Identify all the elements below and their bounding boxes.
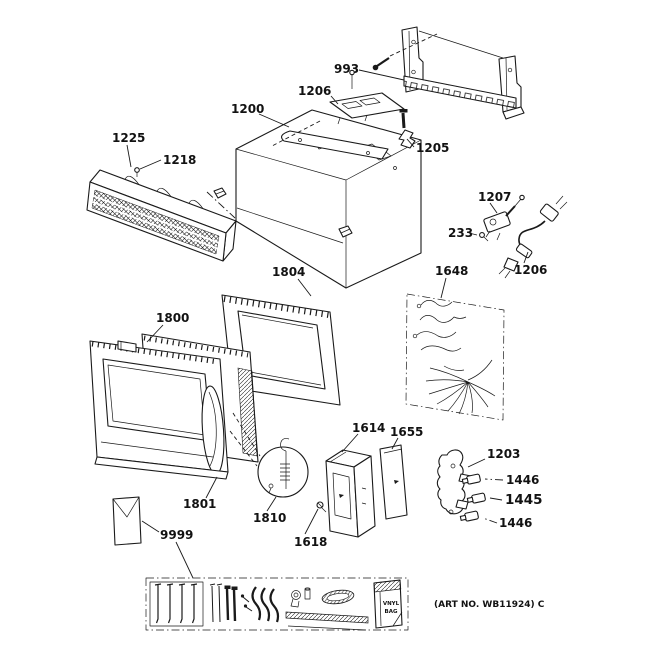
latch-body-and-switches: 1203 1446 1445 1446	[436, 447, 543, 530]
bag-text-line2: BAG	[385, 609, 398, 615]
switch-1445	[466, 492, 486, 504]
label-1618: 1618	[294, 535, 327, 549]
wire-harness-1648: 1648	[405, 264, 505, 421]
label-1207: 1207	[478, 190, 511, 204]
kit-spring-clips	[251, 586, 280, 623]
kit-pins-and-bolts	[209, 583, 238, 623]
power-cord-1206: 1206	[498, 195, 568, 279]
hardware-kit-box: VNYL BAG	[145, 577, 409, 631]
label-1446a: 1446	[506, 473, 539, 487]
label-993: 993	[334, 62, 359, 76]
screw-1618	[316, 501, 327, 513]
literature-envelope-9999: 9999	[112, 496, 194, 579]
bag-text-line1: VNYL	[383, 601, 400, 607]
screw-993	[372, 33, 438, 71]
label-1801: 1801	[183, 497, 216, 511]
label-1225: 1225	[112, 131, 145, 145]
cord-plate-and-bracket: 1206 1205	[271, 69, 449, 160]
vent-grille-1225: 1225 1218	[86, 131, 237, 262]
latch-spring-detail-1810	[257, 438, 309, 498]
label-1203: 1203	[487, 447, 520, 461]
label-1800: 1800	[156, 311, 189, 325]
switch-holder-assembly: 1614 1655 1618	[294, 421, 423, 549]
label-1446b: 1446	[499, 516, 532, 530]
label-1206-plate: 1206	[298, 84, 331, 98]
label-1804: 1804	[272, 265, 305, 279]
label-9999: 9999	[160, 528, 193, 542]
label-1810: 1810	[253, 511, 286, 525]
label-1655: 1655	[390, 425, 423, 439]
label-1614: 1614	[352, 421, 385, 435]
art-number-note: (ART NO. WB11924) C	[434, 600, 545, 610]
kit-small-screws	[240, 594, 253, 612]
kit-grommet	[290, 587, 311, 608]
kit-oval-tray	[321, 589, 355, 605]
label-1200: 1200	[231, 102, 264, 116]
thermostat-1207: 1207 233	[448, 190, 525, 242]
label-1648: 1648	[435, 264, 468, 278]
label-1205: 1205	[416, 141, 449, 155]
switch-1446-bottom	[459, 510, 479, 522]
label-1206-cord: 1206	[514, 263, 547, 277]
label-233: 233	[448, 226, 473, 240]
door-assembly-1800: 1800 1801 1810	[89, 311, 309, 525]
kit-hatched-strip	[285, 611, 369, 631]
switch-1446-top	[461, 473, 481, 485]
screw-bold	[399, 109, 408, 129]
kit-vinyl-bag: VNYL BAG	[373, 579, 403, 629]
screw-1218	[134, 167, 140, 177]
case-wrapper-1200: 1200	[213, 102, 422, 289]
label-1218: 1218	[163, 153, 196, 167]
kit-long-screws	[154, 583, 198, 624]
label-1445: 1445	[505, 492, 543, 508]
screw-233	[479, 232, 489, 242]
